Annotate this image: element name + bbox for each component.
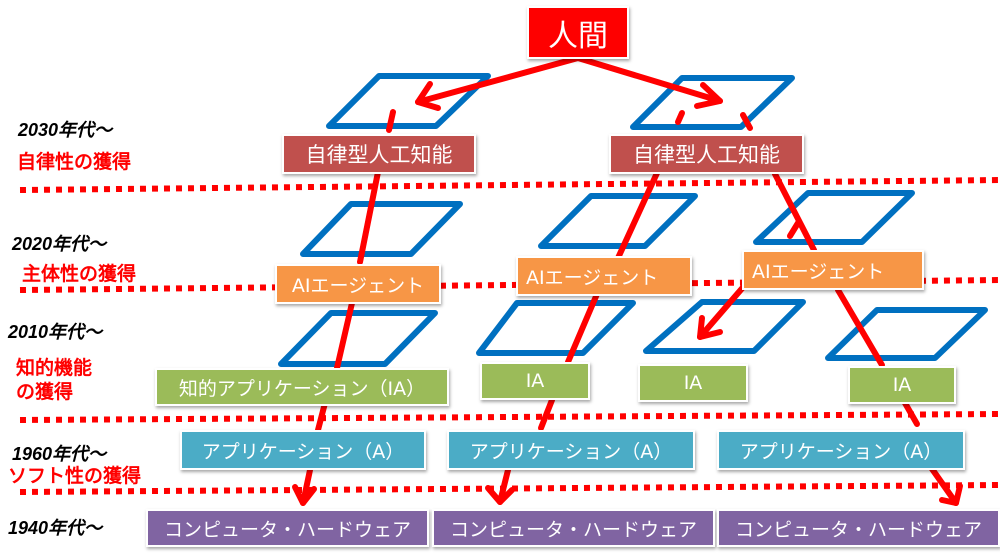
arrowhead — [485, 485, 515, 505]
human-label: 人間 — [548, 18, 608, 54]
application-box: アプリケーション（A） — [447, 430, 695, 470]
application-label: アプリケーション（A） — [469, 440, 673, 463]
intelligent-app-label: IA — [892, 374, 912, 396]
intelligent-app-label: IA — [525, 370, 545, 392]
platform-parallelogram — [538, 193, 698, 249]
lineage-line — [334, 300, 355, 371]
hardware-label: コンピュータ・ハードウェア — [163, 518, 411, 541]
autonomous-ai-box: 自律型人工知能 — [609, 134, 804, 174]
hardware-label: コンピュータ・ハードウェア — [449, 518, 697, 541]
platform-parallelogram — [825, 307, 988, 361]
platform-parallelogram — [630, 75, 795, 130]
lineage-line — [787, 220, 801, 239]
platform-parallelogram — [326, 73, 491, 129]
hardware-label: コンピュータ・ハードウェア — [734, 518, 982, 541]
era-divider-2010 — [19, 411, 1000, 423]
human-node: 人間 — [527, 6, 629, 59]
application-label: アプリケーション（A） — [739, 440, 943, 463]
autonomous-ai-box: 自律型人工知能 — [282, 134, 476, 174]
autonomous-ai-label: 自律型人工知能 — [633, 143, 780, 167]
application-box: アプリケーション（A） — [180, 430, 426, 470]
platform-parallelogram — [300, 201, 463, 257]
application-label: アプリケーション（A） — [201, 440, 405, 463]
acquisition-label-software: ソフト性の獲得 — [8, 465, 142, 487]
lineage-line — [538, 397, 555, 431]
era-label-2030: 2030年代～ — [18, 120, 113, 140]
lineage-line — [565, 291, 600, 365]
acquisition-label-agency: 主体性の獲得 — [22, 263, 137, 285]
era-label-1960: 1960年代～ — [12, 444, 107, 464]
arrow-human-right — [575, 55, 723, 104]
hardware-box: コンピュータ・ハードウェア — [717, 509, 1000, 547]
ai-agent-box: AIエージェント — [742, 250, 924, 290]
acquisition-label-intelligence: 知的機能 の獲得 — [16, 356, 92, 404]
acquisition-line: の獲得 — [16, 381, 74, 403]
platform-parallelogram — [476, 300, 636, 356]
arrowhead — [415, 81, 441, 111]
era-label-2020: 2020年代～ — [12, 234, 107, 254]
platform-parallelogram — [643, 299, 806, 354]
ai-agent-label: AIエージェント — [526, 266, 659, 289]
platform-parallelogram — [278, 310, 438, 367]
intelligent-app-label: 知的アプリケーション（IA） — [178, 377, 426, 400]
era-divider-1960 — [19, 482, 1000, 495]
lineage-line — [902, 400, 920, 427]
intelligent-app-label: IA — [683, 372, 703, 394]
ai-agent-box: AIエージェント — [275, 264, 441, 304]
intelligent-app-box: IA — [480, 362, 590, 400]
lineage-line — [386, 109, 396, 133]
lineage-line — [927, 463, 959, 506]
lineage-line — [772, 171, 817, 253]
lineage-line — [615, 170, 660, 261]
hardware-box: コンピュータ・ハードウェア — [146, 509, 429, 547]
lineage-line — [835, 287, 885, 368]
application-box: アプリケーション（A） — [717, 430, 965, 470]
hardware-box: コンピュータ・ハードウェア — [432, 509, 715, 547]
intelligent-app-box: 知的アプリケーション（IA） — [155, 368, 449, 406]
lineage-line — [697, 282, 748, 340]
acquisition-label-autonomy: 自律性の獲得 — [17, 151, 132, 173]
arrowhead — [694, 82, 723, 109]
platform-parallelogram — [753, 190, 915, 245]
era-label-2010: 2010年代～ — [8, 322, 103, 342]
ai-agent-box: AIエージェント — [516, 256, 692, 296]
arrowhead — [292, 484, 317, 506]
arrowhead — [939, 483, 963, 506]
intelligent-app-box: IA — [848, 366, 956, 404]
arrowhead — [697, 315, 723, 340]
acquisition-line: 知的機能 — [16, 357, 93, 379]
autonomous-ai-label: 自律型人工知能 — [305, 143, 453, 167]
lineage-line — [357, 169, 381, 265]
ai-agent-label: AIエージェント — [291, 274, 425, 297]
lineage-line — [740, 112, 753, 131]
intelligent-app-box: IA — [638, 364, 748, 402]
arrow-human-left — [415, 55, 581, 105]
lineage-line — [315, 400, 328, 433]
era-divider-2030 — [19, 177, 1000, 193]
ai-agent-label: AIエージェント — [752, 260, 885, 283]
lineage-line — [675, 110, 685, 125]
era-label-1940: 1940年代～ — [8, 518, 103, 538]
